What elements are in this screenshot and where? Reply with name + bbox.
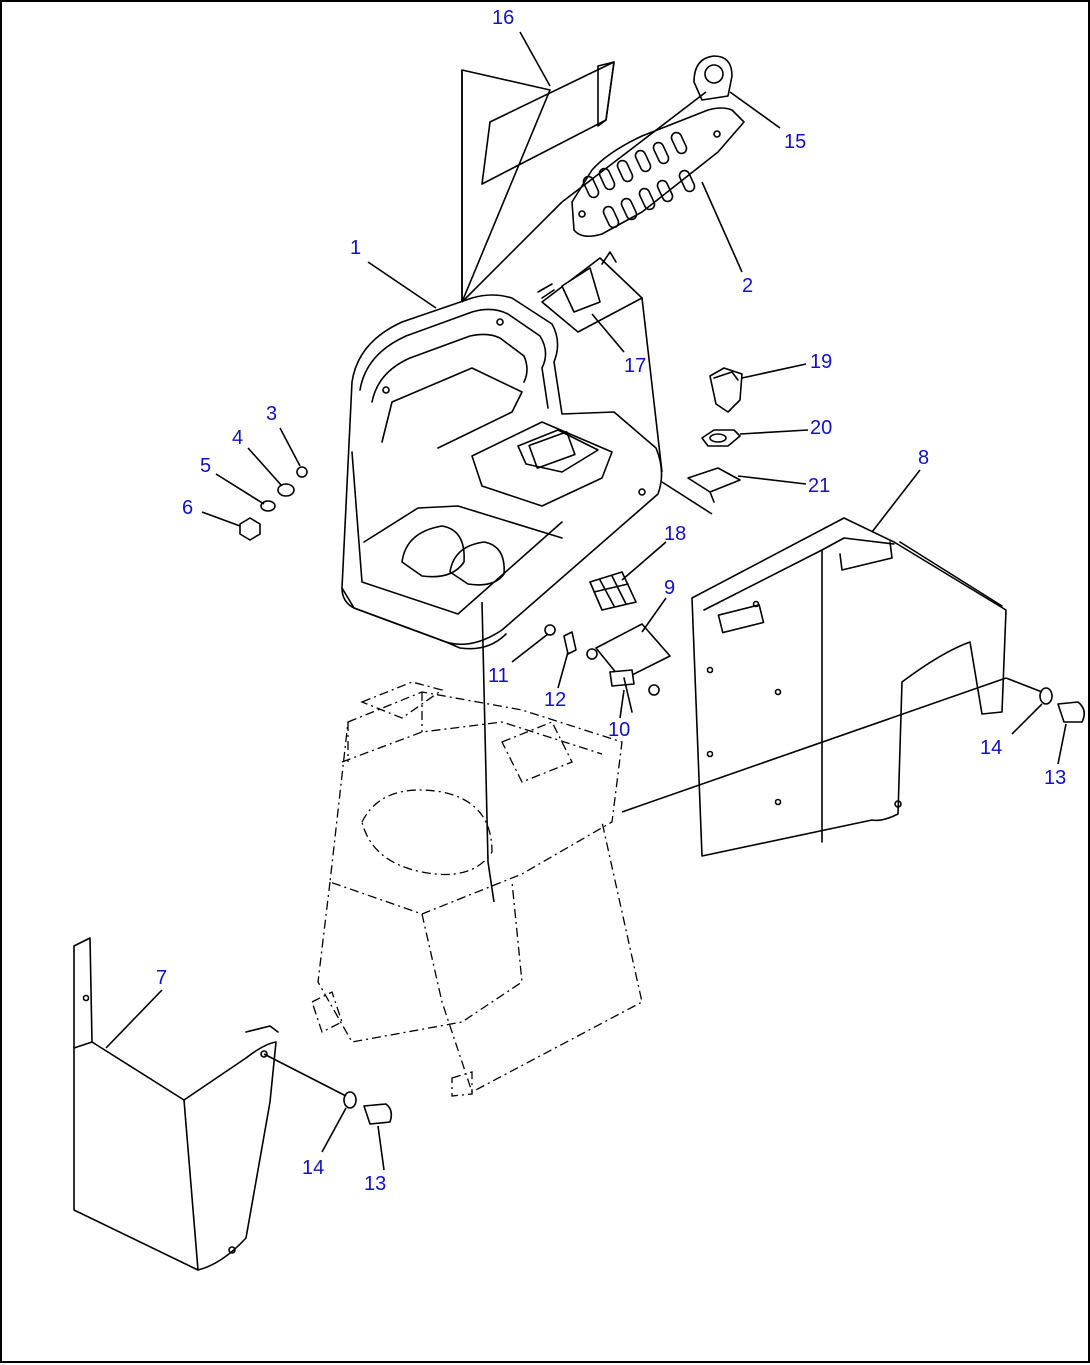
part-13-bolt-right	[1057, 701, 1086, 723]
part-19-toggle-switch	[709, 367, 743, 413]
callout-20: 20	[810, 417, 832, 439]
part-9-cover-plate	[586, 623, 671, 696]
part-4-washer	[277, 483, 295, 497]
part-12-bolt	[563, 631, 577, 655]
part-21-bracket	[687, 467, 741, 503]
callout-13-lower: 13	[364, 1173, 386, 1195]
part-6-nut	[239, 517, 261, 541]
callout-6: 6	[182, 497, 193, 519]
callout-leaders	[105, 31, 1067, 1171]
part-7-front-cover	[73, 937, 279, 1271]
part-14-washer-right	[1039, 687, 1053, 705]
callout-7: 7	[156, 967, 167, 989]
part-8-side-cover	[691, 517, 1007, 857]
callout-17: 17	[624, 355, 646, 377]
part-10-bolt	[609, 669, 635, 713]
callout-labels: 16 15 1 2 17 19 20 21 8 18 9 3 4 5 6 11 …	[156, 7, 1066, 1195]
part-18-plate	[589, 571, 637, 611]
callout-4: 4	[232, 427, 243, 449]
callout-14-lower: 14	[302, 1157, 324, 1179]
callout-1: 1	[350, 237, 361, 259]
part-17-switch-mount	[537, 251, 643, 333]
callout-19: 19	[810, 351, 832, 373]
part-2-switch-panel	[571, 107, 745, 238]
part-20-bezel	[701, 429, 741, 447]
part-15-grommet	[693, 55, 733, 101]
frame-phantom	[311, 601, 643, 1097]
part-13-bolt-lower	[363, 1103, 393, 1125]
part-16-cover-plate	[461, 61, 615, 303]
callout-11: 11	[488, 665, 509, 687]
part-14-washer-lower	[343, 1091, 357, 1109]
callout-16: 16	[492, 7, 514, 29]
callout-13-right: 13	[1044, 767, 1066, 789]
part-5-washer	[260, 500, 276, 512]
callout-18: 18	[664, 523, 686, 545]
callout-8: 8	[918, 447, 929, 469]
assembly-lines	[461, 91, 1007, 813]
part-11-washer	[544, 624, 556, 636]
callout-14-right: 14	[980, 737, 1002, 759]
callout-9: 9	[664, 577, 675, 599]
switch-slot-group	[582, 131, 696, 229]
callout-3: 3	[266, 403, 277, 425]
callout-12: 12	[544, 689, 566, 711]
callout-2: 2	[742, 275, 753, 297]
callout-21: 21	[808, 475, 830, 497]
callout-5: 5	[200, 455, 211, 477]
part-1-console-housing	[341, 294, 663, 650]
callout-10: 10	[608, 719, 630, 741]
part-3-screw	[296, 466, 308, 478]
callout-15: 15	[784, 131, 806, 153]
